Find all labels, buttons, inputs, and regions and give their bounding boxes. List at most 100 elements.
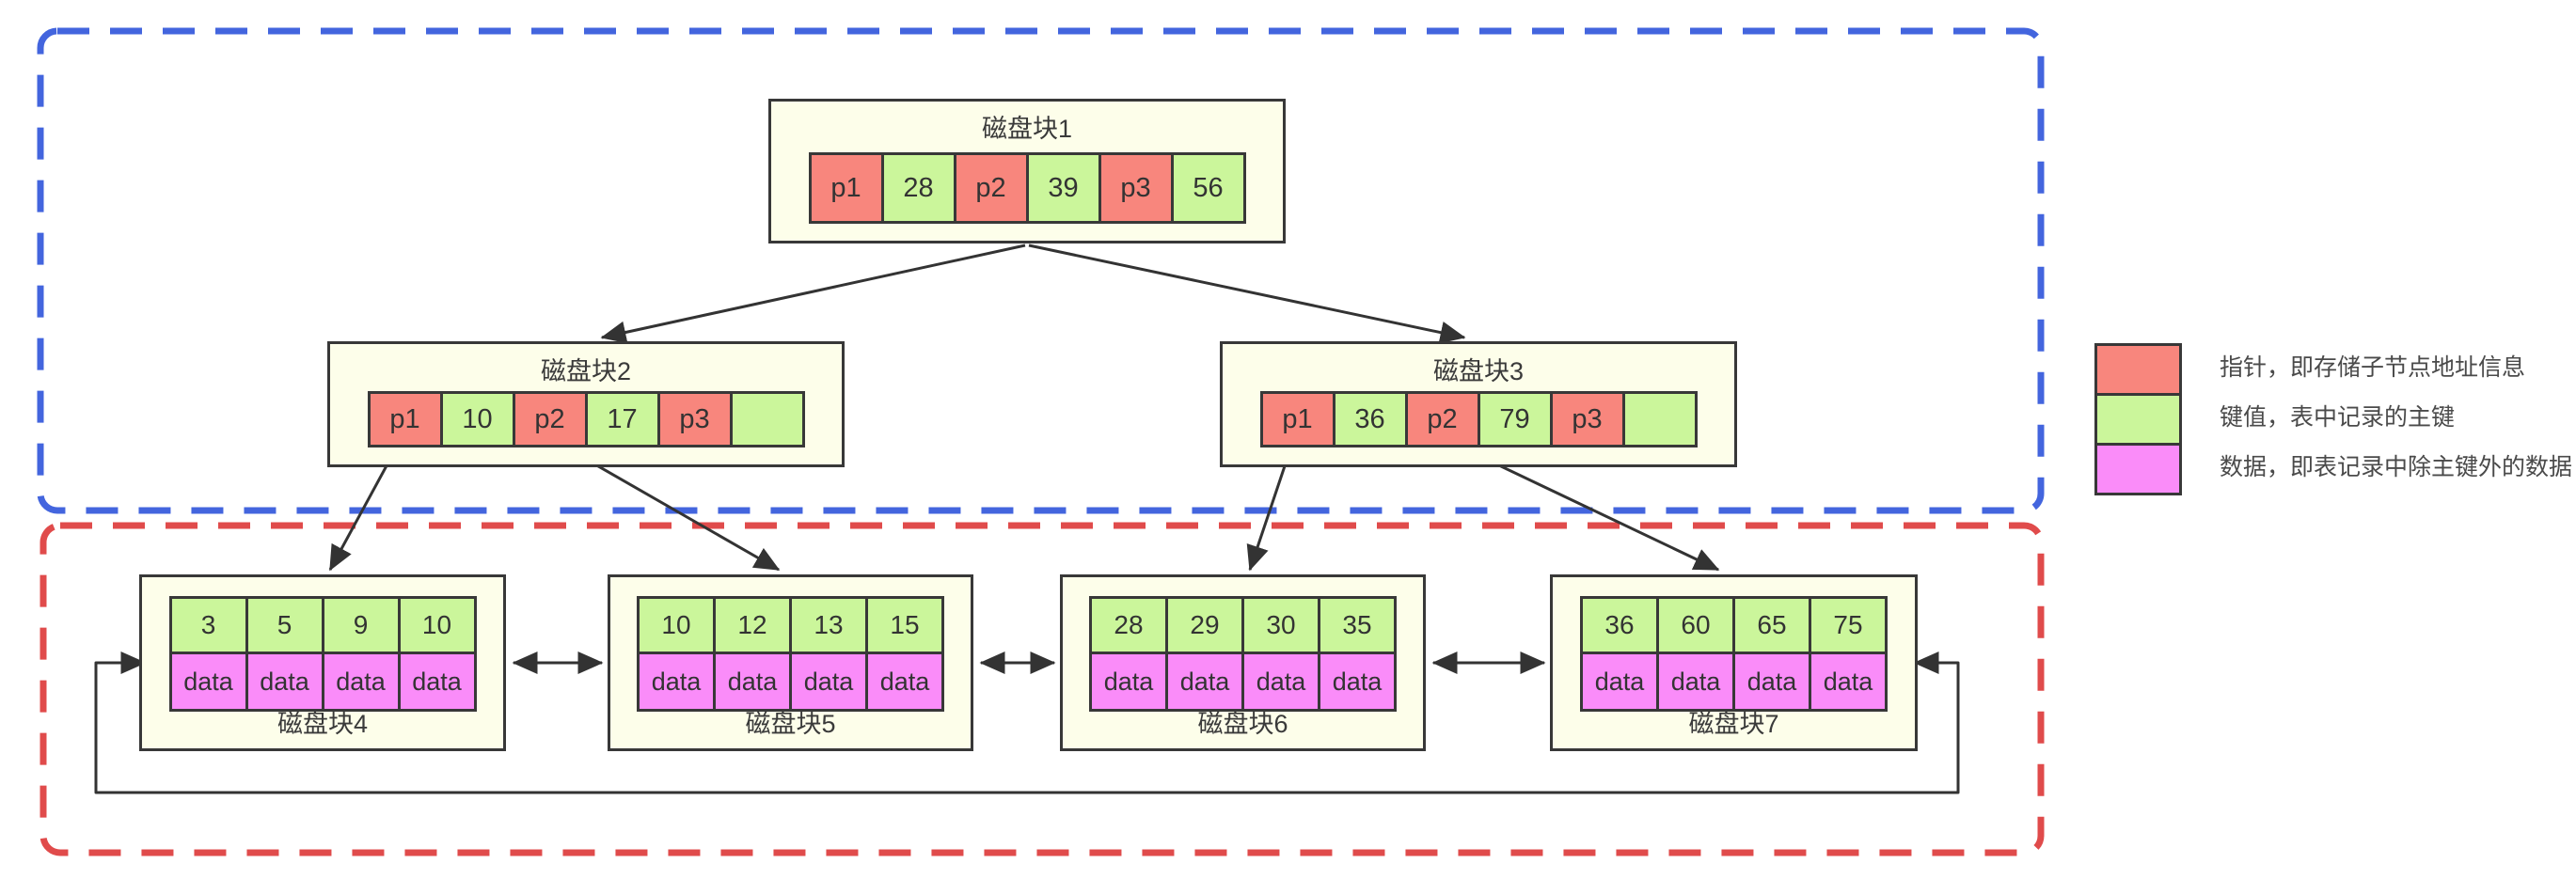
pointer-cell: p2 bbox=[512, 391, 588, 448]
key-cell-empty bbox=[729, 391, 805, 448]
data-cell: data bbox=[1318, 652, 1397, 712]
pointer-cell: p3 bbox=[656, 391, 733, 448]
record-column: 75 data bbox=[1809, 596, 1888, 712]
key-cell: 13 bbox=[789, 596, 868, 654]
legend: 指针，即存储子节点地址信息 键值，表中记录的主键 数据，即表记录中除主键外的数据 bbox=[2094, 343, 2572, 495]
pointer-cell: p2 bbox=[953, 152, 1029, 224]
key-cell: 35 bbox=[1318, 596, 1397, 654]
pointer-cell: p1 bbox=[367, 391, 443, 448]
key-cell: 28 bbox=[1089, 596, 1168, 654]
data-cell: data bbox=[789, 652, 868, 712]
legend-pointer-label: 指针，即存储子节点地址信息 bbox=[2220, 354, 2526, 381]
data-cell: data bbox=[1809, 652, 1888, 712]
record-column: 36 data bbox=[1580, 596, 1659, 712]
data-cell: data bbox=[397, 652, 477, 712]
data-cell: data bbox=[1089, 652, 1168, 712]
record-column: 9 data bbox=[321, 596, 401, 712]
legend-labels: 指针，即存储子节点地址信息 键值，表中记录的主键 数据，即表记录中除主键外的数据 bbox=[2220, 343, 2572, 493]
edge-block1-block3 bbox=[1028, 243, 1466, 344]
key-cell: 60 bbox=[1656, 596, 1735, 654]
disk-block-5-cells: 10 data 12 data 13 data 15 data bbox=[610, 596, 971, 712]
data-cell: data bbox=[1165, 652, 1244, 712]
data-cell: data bbox=[865, 652, 944, 712]
link-block7-block4-loop bbox=[94, 652, 1960, 794]
disk-block-1: 磁盘块1 p1 28 p2 39 p3 56 bbox=[768, 99, 1286, 243]
disk-block-6-title: 磁盘块6 bbox=[1197, 710, 1288, 738]
disk-block-4-cells: 3 data 5 data 9 data 10 data bbox=[142, 596, 503, 712]
key-cell: 65 bbox=[1732, 596, 1811, 654]
legend-data-label: 数据，即表记录中除主键外的数据 bbox=[2220, 454, 2573, 480]
data-cell: data bbox=[168, 652, 248, 712]
pointer-cell: p1 bbox=[1259, 391, 1335, 448]
disk-block-7-title: 磁盘块7 bbox=[1688, 710, 1779, 738]
internal-region-outline bbox=[37, 27, 2045, 514]
key-cell: 39 bbox=[1025, 152, 1101, 224]
record-column: 13 data bbox=[789, 596, 868, 712]
disk-block-3: 磁盘块3 p1 36 p2 79 p3 bbox=[1220, 341, 1737, 467]
data-cell: data bbox=[1656, 652, 1735, 712]
key-cell: 79 bbox=[1477, 391, 1553, 448]
record-column: 12 data bbox=[713, 596, 792, 712]
pointer-cell: p2 bbox=[1404, 391, 1480, 448]
record-column: 10 data bbox=[397, 596, 477, 712]
key-cell: 10 bbox=[439, 391, 515, 448]
record-column: 28 data bbox=[1089, 596, 1168, 712]
key-cell: 5 bbox=[245, 596, 324, 654]
pointer-cell: p3 bbox=[1098, 152, 1174, 224]
key-cell: 9 bbox=[321, 596, 401, 654]
key-cell: 28 bbox=[880, 152, 956, 224]
legend-pointer-swatch bbox=[2094, 343, 2182, 396]
disk-block-7-cells: 36 data 60 data 65 data 75 data bbox=[1553, 596, 1915, 712]
record-column: 60 data bbox=[1656, 596, 1735, 712]
legend-key-label: 键值，表中记录的主键 bbox=[2220, 404, 2456, 431]
leaf-region-outline bbox=[40, 522, 2045, 856]
record-column: 65 data bbox=[1732, 596, 1811, 712]
disk-block-7: 36 data 60 data 65 data 75 data 磁盘块7 bbox=[1550, 574, 1918, 751]
disk-block-2-cells: p1 10 p2 17 p3 bbox=[330, 391, 842, 448]
record-column: 5 data bbox=[245, 596, 324, 712]
data-cell: data bbox=[1241, 652, 1320, 712]
data-cell: data bbox=[713, 652, 792, 712]
pointer-cell: p3 bbox=[1549, 391, 1625, 448]
disk-block-2: 磁盘块2 p1 10 p2 17 p3 bbox=[327, 341, 845, 467]
disk-block-4: 3 data 5 data 9 data 10 data 磁盘块4 bbox=[139, 574, 506, 751]
key-cell: 56 bbox=[1170, 152, 1246, 224]
key-cell-empty bbox=[1621, 391, 1698, 448]
record-column: 3 data bbox=[168, 596, 248, 712]
record-column: 29 data bbox=[1165, 596, 1244, 712]
key-cell: 29 bbox=[1165, 596, 1244, 654]
record-column: 35 data bbox=[1318, 596, 1397, 712]
legend-key-swatch bbox=[2094, 393, 2182, 446]
key-cell: 30 bbox=[1241, 596, 1320, 654]
pointer-cell: p1 bbox=[808, 152, 884, 224]
disk-block-5-title: 磁盘块5 bbox=[745, 710, 836, 738]
key-cell: 3 bbox=[168, 596, 248, 654]
key-cell: 75 bbox=[1809, 596, 1888, 654]
key-cell: 12 bbox=[713, 596, 792, 654]
disk-block-3-title: 磁盘块3 bbox=[1432, 357, 1525, 385]
record-column: 30 data bbox=[1241, 596, 1320, 712]
legend-data-swatch bbox=[2094, 443, 2182, 495]
disk-block-1-title: 磁盘块1 bbox=[981, 115, 1073, 143]
key-cell: 10 bbox=[397, 596, 477, 654]
data-cell: data bbox=[637, 652, 716, 712]
edge-block1-block2 bbox=[600, 243, 1026, 344]
disk-block-5: 10 data 12 data 13 data 15 data 磁盘块5 bbox=[608, 574, 973, 751]
key-cell: 15 bbox=[865, 596, 944, 654]
key-cell: 36 bbox=[1580, 596, 1659, 654]
data-cell: data bbox=[245, 652, 324, 712]
disk-block-4-title: 磁盘块4 bbox=[277, 710, 369, 738]
key-cell: 10 bbox=[637, 596, 716, 654]
disk-block-2-title: 磁盘块2 bbox=[540, 357, 632, 385]
disk-block-1-cells: p1 28 p2 39 p3 56 bbox=[771, 152, 1283, 224]
record-column: 10 data bbox=[637, 596, 716, 712]
data-cell: data bbox=[1732, 652, 1811, 712]
key-cell: 36 bbox=[1332, 391, 1408, 448]
key-cell: 17 bbox=[584, 391, 660, 448]
data-cell: data bbox=[321, 652, 401, 712]
record-column: 15 data bbox=[865, 596, 944, 712]
disk-block-6-cells: 28 data 29 data 30 data 35 data bbox=[1063, 596, 1423, 712]
disk-block-6: 28 data 29 data 30 data 35 data 磁盘块6 bbox=[1060, 574, 1426, 751]
